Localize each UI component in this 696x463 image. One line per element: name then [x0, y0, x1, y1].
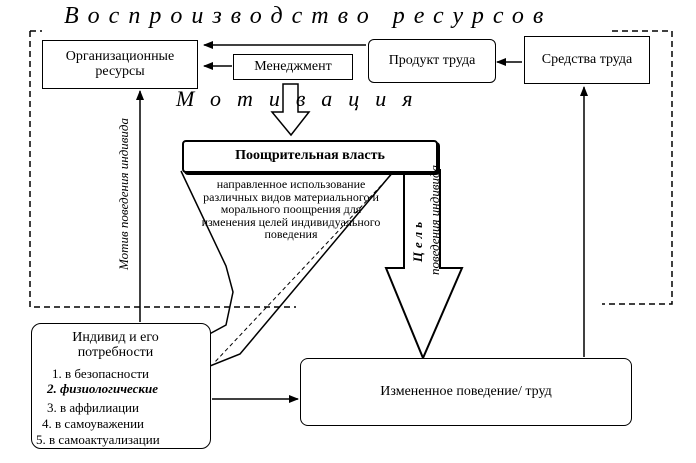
motivation-label: Мотивация: [176, 86, 429, 111]
management-label: Менеджмент: [254, 58, 332, 74]
changed-behavior-box: Измененное поведение/ труд: [300, 358, 632, 426]
incentive-power-label: Поощрительная власть: [235, 148, 385, 164]
diagram-title: Воспроизводство ресурсов: [64, 3, 553, 29]
arrow-management-to-incentive: [270, 83, 311, 137]
incentive-description: направленное использование различных вид…: [201, 177, 381, 241]
need-item: 5. в самоактуализации: [36, 432, 160, 447]
individual-label: Индивид и его потребности: [72, 330, 159, 361]
org-resources-box: Организационные ресурсы: [42, 40, 198, 89]
labor-means-label: Средства труда: [541, 51, 633, 67]
labor-product-label: Продукт труда: [388, 52, 476, 68]
need-item: 4. в самоуважении: [42, 416, 145, 431]
goal-label-2: поведения индивида: [427, 164, 442, 276]
org-resources-label: Организационные ресурсы: [65, 48, 175, 79]
incentive-funnel: [180, 170, 394, 378]
arrow-incentive-to-behavior: [384, 169, 464, 361]
need-item: 3. в аффилиации: [47, 400, 139, 415]
goal-label-1: Цель: [410, 217, 425, 263]
motive-label: Мотив поведения индивида: [116, 118, 131, 271]
funnel-inner-arrow: [213, 174, 392, 364]
management-box: Менеджмент: [233, 54, 353, 80]
incentive-power-box: Поощрительная власть: [182, 140, 438, 173]
need-item: 2. физиологические: [47, 381, 158, 396]
need-item: 1. в безопасности: [52, 366, 150, 381]
labor-product-box: Продукт труда: [368, 39, 496, 83]
changed-behavior-label: Измененное поведение/ труд: [380, 383, 552, 399]
dashed-cycle-frame: [29, 30, 673, 308]
individual-box: [31, 323, 211, 449]
labor-means-box: Средства труда: [524, 36, 650, 84]
